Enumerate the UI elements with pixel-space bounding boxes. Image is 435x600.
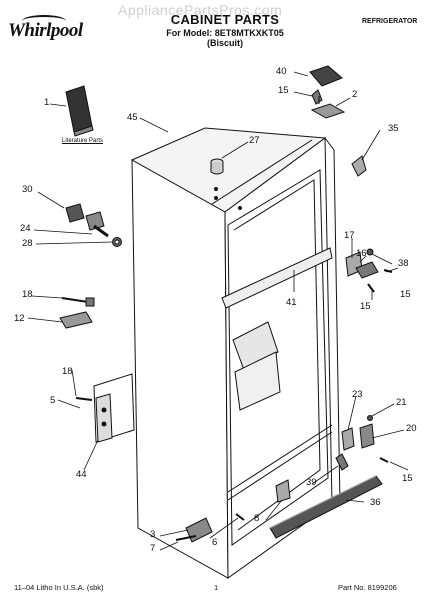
callout-2: 2: [352, 89, 358, 100]
callout-15b: 15: [400, 289, 411, 300]
callout-28: 28: [22, 238, 33, 249]
watermark-text: AppliancePartsPros.com: [118, 2, 283, 18]
footer-litho: 11–04 Litho In U.S.A. (sbk): [14, 583, 104, 592]
callout-1: 1: [44, 97, 50, 108]
callout-3: 3: [150, 529, 156, 540]
callout-7: 7: [150, 543, 156, 554]
callout-5: 5: [50, 395, 56, 406]
callout-38: 38: [398, 258, 409, 269]
cabinet-shell: [132, 128, 340, 578]
callout-44: 44: [76, 469, 87, 480]
logo-text: Whirlpool: [8, 20, 83, 41]
callout-18a: 18: [22, 289, 33, 300]
bottom-hinge-parts: [336, 416, 388, 471]
page-title: CABINET PARTS: [170, 12, 280, 27]
appliance-type: REFRIGERATOR: [362, 18, 418, 25]
callout-39: 39: [306, 477, 317, 488]
callout-36: 36: [370, 497, 381, 508]
top-hinge: [310, 66, 344, 118]
center-hinge-parts: [346, 249, 392, 292]
callout-15a: 15: [278, 85, 289, 96]
callout-15c: 15: [360, 301, 371, 312]
callout-15d: 15: [402, 473, 413, 484]
literature-booklet: [66, 86, 93, 136]
callout-18b: 18: [62, 366, 73, 377]
callout-21: 21: [396, 397, 407, 408]
footer-part-no: Part No. 8199206: [338, 583, 397, 592]
callout-45: 45: [127, 112, 138, 123]
handle-mount-parts: [66, 204, 122, 247]
callout-30: 30: [22, 184, 33, 195]
bottom-bracket-parts: [176, 480, 290, 542]
callout-leaders: [28, 72, 408, 550]
hinge-bracket-44: [76, 374, 134, 442]
callout-17: 17: [344, 230, 355, 241]
literature-parts-label: Literature Parts: [62, 138, 104, 144]
whirlpool-logo: Whirlpool: [8, 14, 90, 44]
callout-27: 27: [249, 135, 260, 146]
model-number: For Model: 8ET8MTKXKT05: [166, 28, 284, 38]
callout-6: 6: [212, 537, 218, 548]
callout-40: 40: [276, 66, 287, 77]
logo-swoosh: [22, 15, 66, 27]
clip-35: [352, 156, 366, 176]
callout-23: 23: [352, 389, 363, 400]
callout-41: 41: [286, 297, 297, 308]
left-bracket-parts: [60, 298, 94, 328]
callout-12: 12: [14, 313, 25, 324]
callout-8: 8: [254, 513, 260, 524]
footer-page: 1: [214, 583, 219, 592]
model-color: (Biscuit): [207, 38, 243, 48]
callout-24: 24: [20, 223, 31, 234]
callout-35: 35: [388, 123, 399, 134]
callout-16: 16: [356, 248, 367, 259]
callout-20: 20: [406, 423, 417, 434]
toe-grille-36: [270, 476, 382, 538]
model-info: For Model: 8ET8MTKXKT05 (Biscuit): [130, 28, 320, 48]
